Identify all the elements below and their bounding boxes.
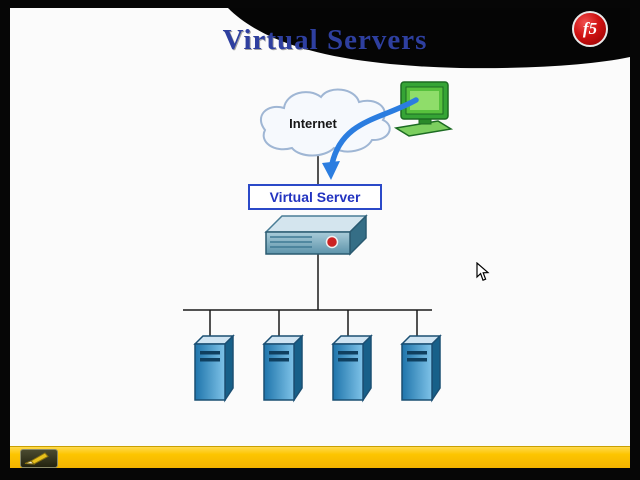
f5-logo-text: f5 xyxy=(582,19,598,38)
pencil-icon xyxy=(24,452,49,465)
bigip-appliance-icon xyxy=(264,214,368,256)
server-tower-3 xyxy=(332,335,372,401)
server-tower-2 xyxy=(263,335,303,401)
slide-corner-swoosh xyxy=(228,8,630,69)
virtual-server-label: Virtual Server xyxy=(269,189,361,205)
internet-cloud-icon xyxy=(259,88,391,157)
traffic-arrow xyxy=(322,97,419,180)
appliance-f5-badge xyxy=(325,235,339,249)
presenter-toolbar xyxy=(10,446,630,468)
network-diagram xyxy=(183,81,454,401)
client-computer-icon xyxy=(393,81,454,137)
swoosh-shape xyxy=(228,8,630,69)
server-tower-1 xyxy=(194,335,234,401)
f5-logo: f5 xyxy=(572,11,608,47)
connector-lines xyxy=(183,154,432,338)
virtual-server-box: Virtual Server xyxy=(248,184,382,210)
mouse-cursor xyxy=(476,262,490,281)
server-tower-4 xyxy=(401,335,441,401)
presentation-slide: Virtual Servers f5 xyxy=(10,8,630,468)
annotation-pen-button[interactable] xyxy=(20,449,58,468)
internet-label: Internet xyxy=(289,116,337,131)
slide-title: Virtual Servers xyxy=(222,24,428,56)
